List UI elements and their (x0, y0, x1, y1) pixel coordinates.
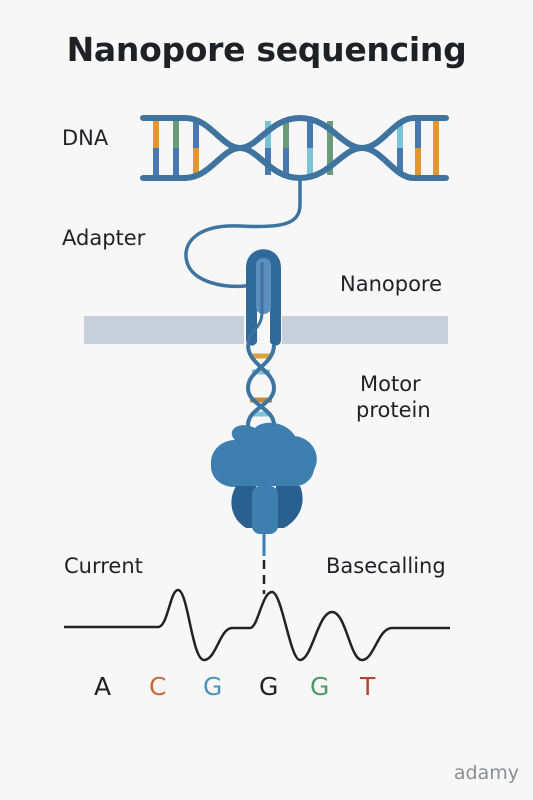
label-motor: Motor (360, 372, 421, 396)
dna-strand-bottom (140, 144, 449, 182)
base-call-letter: G (310, 672, 330, 701)
base-call-letter: G (203, 672, 223, 701)
watermark: adamy (453, 762, 519, 784)
current-signal-trace (64, 588, 450, 662)
label-protein: protein (356, 398, 431, 422)
base-call-letter: G (259, 672, 279, 701)
adapter-strand (184, 178, 302, 289)
page-title: Nanopore sequencing (66, 30, 467, 69)
label-nanopore: Nanopore (340, 272, 443, 296)
strand-in-pore (246, 262, 264, 346)
base-pair-rungs (153, 121, 439, 175)
base-call-letter: C (149, 672, 167, 701)
label-basecalling: Basecalling (326, 554, 446, 578)
label-dna: DNA (62, 126, 109, 150)
label-adapter: Adapter (62, 226, 146, 250)
membrane-right (282, 316, 448, 344)
motor-protein (210, 422, 317, 534)
dna-helix (140, 114, 449, 182)
membrane-left (84, 316, 244, 344)
base-call-letter: A (94, 672, 112, 701)
motor-helix (245, 344, 277, 439)
dna-strand-top (140, 114, 449, 152)
nanopore-protein (246, 249, 281, 346)
label-current: Current (64, 554, 143, 578)
base-call-letter: T (360, 672, 376, 701)
